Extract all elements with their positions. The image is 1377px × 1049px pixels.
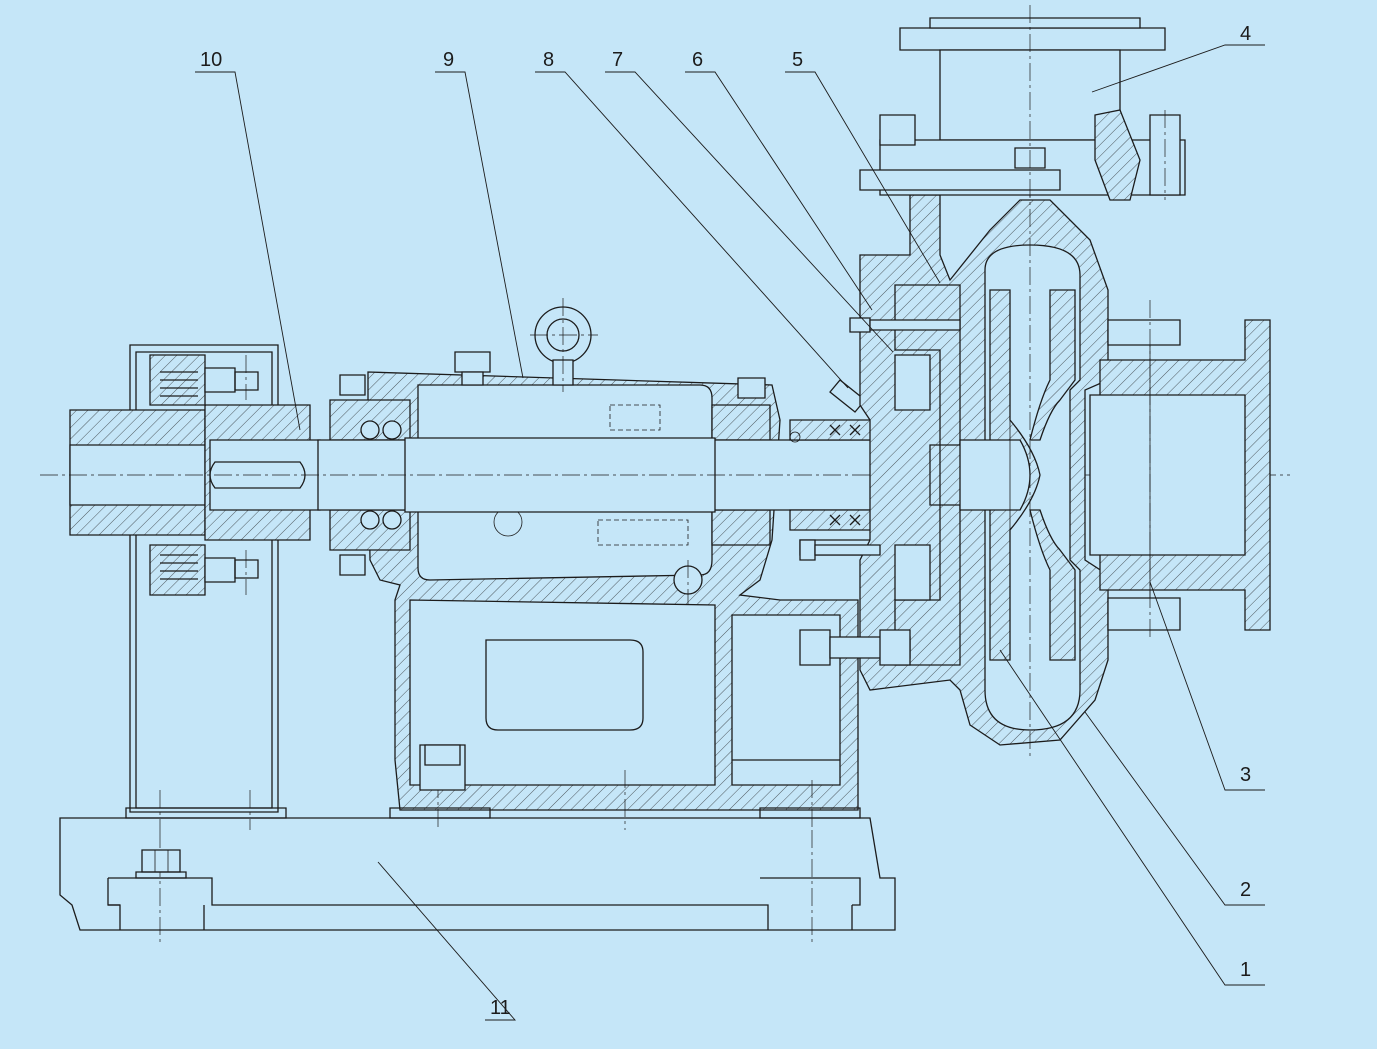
label-part-10: 10 (200, 49, 222, 71)
gland-bolts (799, 317, 961, 666)
label-part-5: 5 (792, 49, 803, 71)
label-part-6: 6 (692, 49, 703, 71)
label-part-2: 2 (1240, 879, 1251, 901)
suction-cover (1089, 300, 1271, 640)
leader-lines (195, 44, 1265, 1021)
label-part-11: 11 (490, 997, 511, 1019)
label-part-3: 3 (1240, 764, 1251, 786)
label-part-4: 4 (1240, 23, 1251, 45)
label-part-8: 8 (543, 49, 554, 71)
base-plate (59, 817, 896, 945)
label-part-1: 1 (1240, 959, 1251, 981)
part-labels: 1 2 3 4 5 6 7 8 9 10 11 (200, 23, 1251, 1019)
label-part-7: 7 (612, 49, 623, 71)
label-part-9: 9 (443, 49, 454, 71)
bearing-housing (367, 298, 861, 830)
bearings (329, 374, 771, 576)
discharge-outlet (859, 5, 1186, 201)
pump-casing (859, 180, 1109, 760)
coupling (69, 354, 321, 596)
